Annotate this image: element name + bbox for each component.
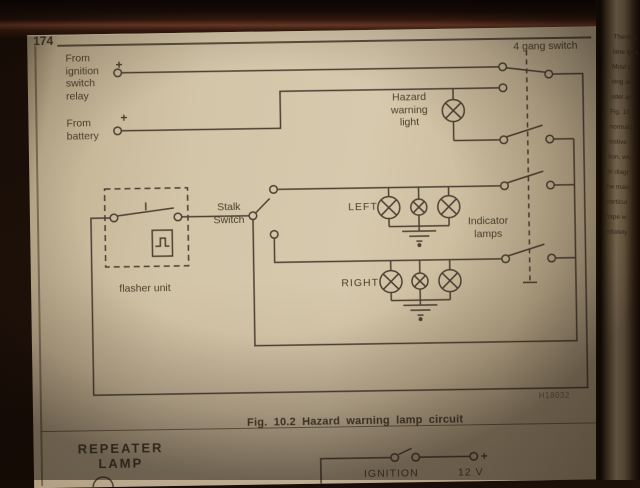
label-battery-feed: From battery bbox=[66, 117, 116, 143]
page-number: 174 bbox=[33, 34, 53, 48]
gang-switch bbox=[499, 50, 556, 283]
next-figure-plus-sign: + bbox=[481, 449, 488, 463]
manual-page: 174 bbox=[27, 26, 606, 488]
right-indicator-lamps bbox=[380, 259, 462, 320]
label-right: RIGHT bbox=[329, 277, 379, 290]
label-ignition-cut: IGNITION bbox=[364, 467, 419, 480]
label-voltage-cut: 12 V bbox=[458, 466, 484, 478]
repeater-lamp-symbol bbox=[93, 477, 113, 488]
figure-ref-code: H18032 bbox=[539, 391, 570, 400]
label-gang-switch: 4 gang switch bbox=[513, 39, 597, 53]
flasher-unit-symbol bbox=[104, 188, 188, 267]
label-stalk-switch: Stalk Switch bbox=[206, 201, 252, 227]
diagram-layer: 174 bbox=[27, 27, 606, 488]
wire-ignition-feed bbox=[114, 63, 499, 77]
label-flasher-unit: flasher unit bbox=[113, 282, 177, 296]
adjacent-page-curl: Thermal lane type Most c ving alm odel a… bbox=[596, 0, 640, 480]
ignition-plus-sign: + bbox=[115, 58, 122, 72]
battery-plus-sign: + bbox=[120, 111, 127, 125]
hazard-warning-lamp bbox=[442, 88, 500, 141]
label-indicator-lamps: Indicator lamps bbox=[456, 215, 520, 241]
left-indicator-lamps bbox=[378, 186, 461, 246]
label-repeater-lamp: REPEATER LAMP bbox=[61, 440, 179, 472]
label-hazard-light: Hazard warning light bbox=[380, 91, 439, 129]
label-left: LEFT bbox=[332, 201, 378, 214]
label-ignition-feed: From ignition switch relay bbox=[65, 52, 116, 103]
adjacent-page-text: Thermal lane type Most c ving alm odel a… bbox=[602, 29, 640, 290]
